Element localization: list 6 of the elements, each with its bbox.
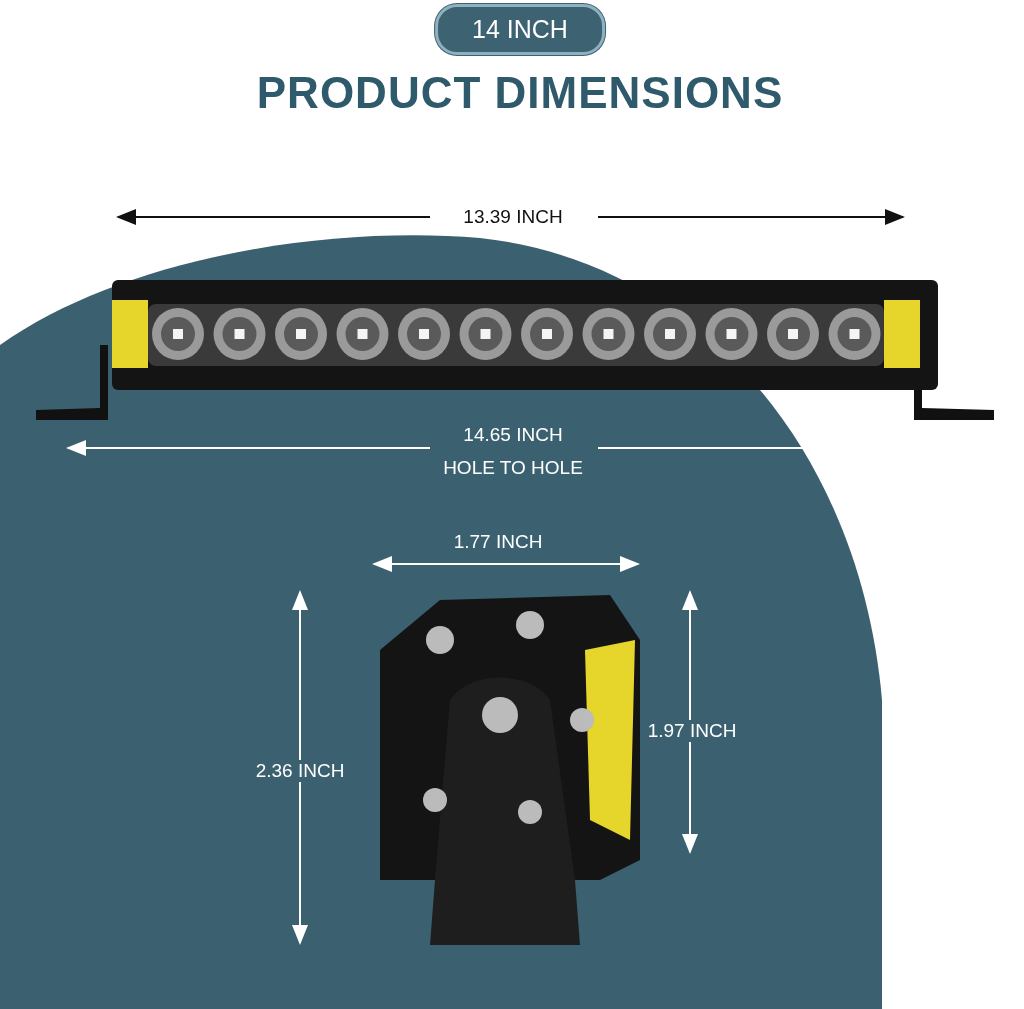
dimension-label: 13.39 INCH [463, 206, 563, 228]
dimension-label: HOLE TO HOLE [443, 457, 583, 479]
dimension-label: 14.65 INCH [463, 424, 563, 446]
size-badge: 14 INCH [435, 4, 605, 55]
dimension-label: 1.77 INCH [453, 531, 543, 553]
page-title: PRODUCT DIMENSIONS [256, 68, 784, 118]
